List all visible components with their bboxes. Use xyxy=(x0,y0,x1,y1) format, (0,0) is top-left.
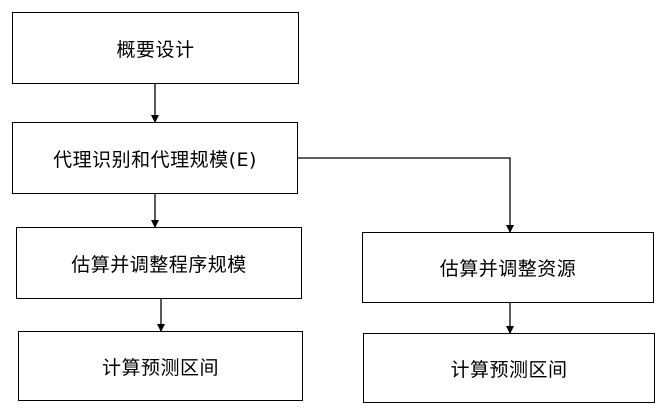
arrow-n2-to-n4 xyxy=(298,157,514,233)
box-overview-design-label: 概要设计 xyxy=(116,38,195,61)
box-estimate-resources-label: 估算并调整资源 xyxy=(439,258,577,280)
box-prediction-interval-left: 计算预测区间 xyxy=(18,331,303,401)
box-estimate-program-size-label: 估算并调整程序规模 xyxy=(71,253,247,276)
box-prediction-interval-right-label: 计算预测区间 xyxy=(450,358,568,381)
box-overview-design: 概要设计 xyxy=(12,12,299,84)
box-prediction-interval-left-label: 计算预测区间 xyxy=(101,356,219,379)
box-proxy-identification-label: 代理识别和代理规模(E) xyxy=(53,148,257,171)
box-estimate-resources: 估算并调整资源 xyxy=(362,232,654,303)
box-estimate-program-size: 估算并调整程序规模 xyxy=(16,227,302,299)
box-prediction-interval-right: 计算预测区间 xyxy=(363,333,655,403)
box-proxy-identification: 代理识别和代理规模(E) xyxy=(12,122,298,194)
